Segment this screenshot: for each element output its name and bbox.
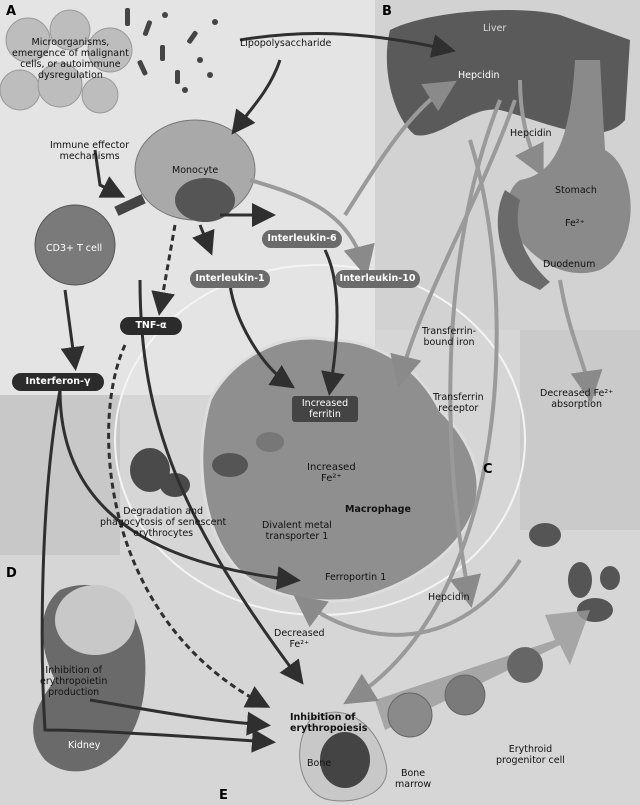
- increased-ferritin-box: Increased ferritin: [292, 396, 358, 422]
- label-fe-stomach: Fe²⁺: [565, 218, 585, 229]
- label-microorganisms: Microorganisms, emergence of malignant c…: [12, 37, 129, 81]
- stomach-shape: [506, 60, 631, 274]
- duodenum-shape: [497, 190, 550, 290]
- label-transferrin-bound-iron: Transferrin- bound iron: [422, 326, 477, 348]
- label-inhibition-erythropoiesis: Inhibition of erythropoiesis: [290, 712, 368, 734]
- interleukin-10-badge: Interleukin-10: [335, 270, 420, 288]
- label-bone: Bone: [307, 758, 332, 769]
- interferon-gamma-badge: Interferon-γ: [12, 373, 104, 391]
- label-decreased-fe: Decreased Fe²⁺: [274, 628, 325, 650]
- interleukin-1-badge: Interleukin-1: [190, 270, 270, 288]
- label-erythroid-progenitor: Erythroid progenitor cell: [496, 744, 565, 766]
- panel-label-a: A: [6, 4, 17, 19]
- tnf-alpha-badge: TNF-α: [120, 317, 182, 335]
- label-immune-effector: Immune effector mechanisms: [50, 140, 130, 162]
- microorganism-cluster: [0, 9, 133, 114]
- panel-label-b: B: [382, 4, 392, 19]
- label-hepcidin-liver: Hepcidin: [458, 70, 500, 81]
- label-increased-fe: Increased Fe²⁺: [307, 462, 356, 484]
- label-kidney: Kidney: [68, 740, 101, 751]
- label-decreased-absorption: Decreased Fe²⁺ absorption: [540, 388, 614, 410]
- label-inhibition-epo: Inhibition of erythropoietin production: [40, 665, 108, 698]
- panel-label-c: C: [483, 462, 493, 477]
- label-hepcidin-macrophage: Hepcidin: [428, 592, 470, 603]
- label-cd3: CD3+ T cell: [46, 243, 103, 254]
- label-transferrin-receptor: Transferrin receptor: [433, 392, 484, 414]
- label-hepcidin-stomach: Hepcidin: [510, 128, 552, 139]
- label-monocyte: Monocyte: [172, 165, 219, 176]
- label-divalent-transporter: Divalent metal transporter 1: [262, 520, 332, 542]
- panel-label-e: E: [219, 788, 228, 803]
- label-liver: Liver: [483, 23, 507, 34]
- bacteria-rods: [125, 8, 218, 93]
- label-degradation: Degradation and phagocytosis of senescen…: [100, 506, 227, 539]
- label-ferroportin: Ferroportin 1: [325, 572, 387, 583]
- label-macrophage: Macrophage: [345, 504, 411, 515]
- erythropoiesis-arrow: [375, 610, 590, 730]
- label-bone-marrow: Bone marrow: [395, 768, 432, 790]
- interleukin-6-badge: Interleukin-6: [262, 230, 342, 248]
- label-stomach: Stomach: [555, 185, 597, 196]
- label-duodenum: Duodenum: [543, 259, 596, 270]
- t-cell: [34, 204, 116, 286]
- panel-label-d: D: [6, 566, 17, 581]
- label-lipopolysaccharide: Lipopolysaccharide: [240, 38, 332, 49]
